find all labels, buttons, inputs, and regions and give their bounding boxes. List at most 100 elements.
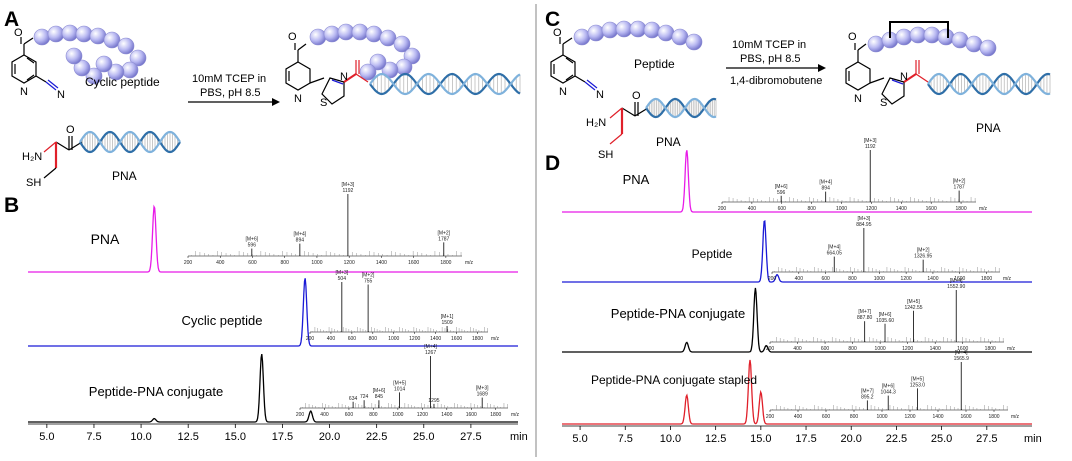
ms-tick-label: 600 <box>822 414 831 420</box>
peptide-beads <box>573 20 703 51</box>
ms-peak-value: 504 <box>338 276 347 282</box>
cyclic-peptide-label: Cyclic peptide <box>85 75 160 89</box>
peptide-bead <box>95 55 113 73</box>
ms-tick-label: 1000 <box>874 276 885 282</box>
peptide-bead <box>671 28 689 46</box>
product-beads-a <box>309 23 421 81</box>
ms-tick-label: 400 <box>320 412 329 418</box>
peptide-bead <box>685 33 703 51</box>
thiazoline-n-c: N <box>900 71 908 83</box>
stapled-peptide-beads <box>867 26 997 57</box>
product-structure-c <box>845 43 929 105</box>
ms-peak-value: 1787 <box>954 185 965 191</box>
cyanopyridine-structure-a <box>11 37 59 91</box>
peptide-bead <box>573 28 591 46</box>
ms-peak-value: 1192 <box>343 188 354 194</box>
ms-peak-label: [M+3] <box>858 216 871 222</box>
peptide-bead <box>61 24 79 42</box>
peptide-bead <box>379 29 397 47</box>
ms-peak-value: 1192 <box>865 144 876 150</box>
ms-tick-label: 200 <box>766 346 775 352</box>
peptide-bead <box>117 37 135 55</box>
peptide-bead <box>923 26 941 44</box>
ms-peak-label: [M+1] <box>441 314 454 320</box>
carbonyl-o-c: O <box>553 27 562 39</box>
ms-peak-label: [M+4] <box>828 245 841 251</box>
carbonyl-o-a: O <box>14 27 23 39</box>
carbonyl-o2-a: O <box>66 124 75 136</box>
peptide-bead <box>351 23 369 41</box>
ms-tick-label: 800 <box>848 346 857 352</box>
ms-tick-label: 800 <box>369 336 378 342</box>
panel-c-label: C <box>545 8 560 31</box>
ms-tick-label: 200 <box>184 260 193 266</box>
peptide-bead <box>979 39 997 57</box>
pna-label-a: PNA <box>112 169 137 183</box>
ms-axis-label: m/z <box>491 336 500 342</box>
ms-peak-value: 894 <box>296 238 305 244</box>
ms-tick-label: 1200 <box>344 260 355 266</box>
thiazoline-s-a: S <box>320 97 327 109</box>
ms-peak-value: 1267 <box>425 350 436 356</box>
amine-a: H₂N <box>22 151 42 163</box>
peptide-bead <box>33 28 51 46</box>
ms-tick-label: 600 <box>248 260 257 266</box>
ms-tick-label: 1400 <box>896 206 907 212</box>
product-pyridine-n-c: N <box>854 93 862 105</box>
ms-tick-label: 400 <box>748 206 757 212</box>
ms-axis-label: m/z <box>465 260 474 266</box>
ms-tick-label: 400 <box>793 346 802 352</box>
ms-tick-label: 1400 <box>927 276 938 282</box>
pyridine-n-c: N <box>559 86 567 98</box>
peptide-bead <box>65 47 83 65</box>
ms-tick-label: 1600 <box>954 276 965 282</box>
ms-tick-label: 1200 <box>409 336 420 342</box>
peptide-bead <box>643 21 661 39</box>
cyclic-peptide-beads <box>33 24 147 85</box>
chromatogram-trace <box>562 359 1032 425</box>
chromatogram-trace <box>562 287 1032 353</box>
x-tick-label: 7.5 <box>86 431 101 443</box>
peptide-bead <box>937 28 955 46</box>
ms-peak-value: 1253.0 <box>910 382 926 388</box>
thiazoline-n-a: N <box>340 71 348 83</box>
helix-strand <box>369 72 521 96</box>
reagent-a-line1: 10mM TCEP in <box>192 73 266 85</box>
panel-c: C O N N Peptide O H₂N SH <box>545 8 1051 161</box>
ms-tick-label: 1400 <box>441 412 452 418</box>
reagent-c-line2: PBS, pH 8.5 <box>740 53 801 65</box>
ms-peak-value: 755 <box>364 279 373 285</box>
chromatogram-trace <box>28 278 518 347</box>
ms-peak-value: 884.95 <box>856 222 872 228</box>
ms-tick-label: 800 <box>281 260 290 266</box>
series-label: Peptide <box>692 247 733 261</box>
ms-peak-label: [M+3] <box>342 182 355 188</box>
pna-helix-a <box>79 130 181 154</box>
peptide-bead <box>75 25 93 43</box>
product-o-c: O <box>848 31 857 43</box>
ms-peak-value: 1689 <box>477 392 488 398</box>
staple-bridge <box>889 21 949 38</box>
peptide-bead <box>359 63 377 81</box>
ms-tick-label: 200 <box>766 414 775 420</box>
helix-strand <box>645 97 717 119</box>
ms-tick-label: 600 <box>821 276 830 282</box>
cysteine-pna-structure-a <box>43 136 83 179</box>
ms-peak-value: 1552.90 <box>947 284 965 290</box>
chromatogram-trace <box>28 204 518 273</box>
peptide-bead <box>107 63 125 81</box>
x-tick-label: 17.5 <box>272 431 293 443</box>
peptide-bead <box>895 28 913 46</box>
product-pna-helix-c <box>927 72 1051 96</box>
ms-tick-label: 600 <box>345 412 354 418</box>
peptide-bead <box>965 35 983 53</box>
product-o-a: O <box>288 31 297 43</box>
ms-peak-value: 724 <box>360 394 369 400</box>
ms-tick-label: 800 <box>848 276 857 282</box>
ms-tick-label: 1000 <box>392 412 403 418</box>
ms-tick-label: 200 <box>768 276 777 282</box>
x-tick-label: 12.5 <box>705 433 726 445</box>
